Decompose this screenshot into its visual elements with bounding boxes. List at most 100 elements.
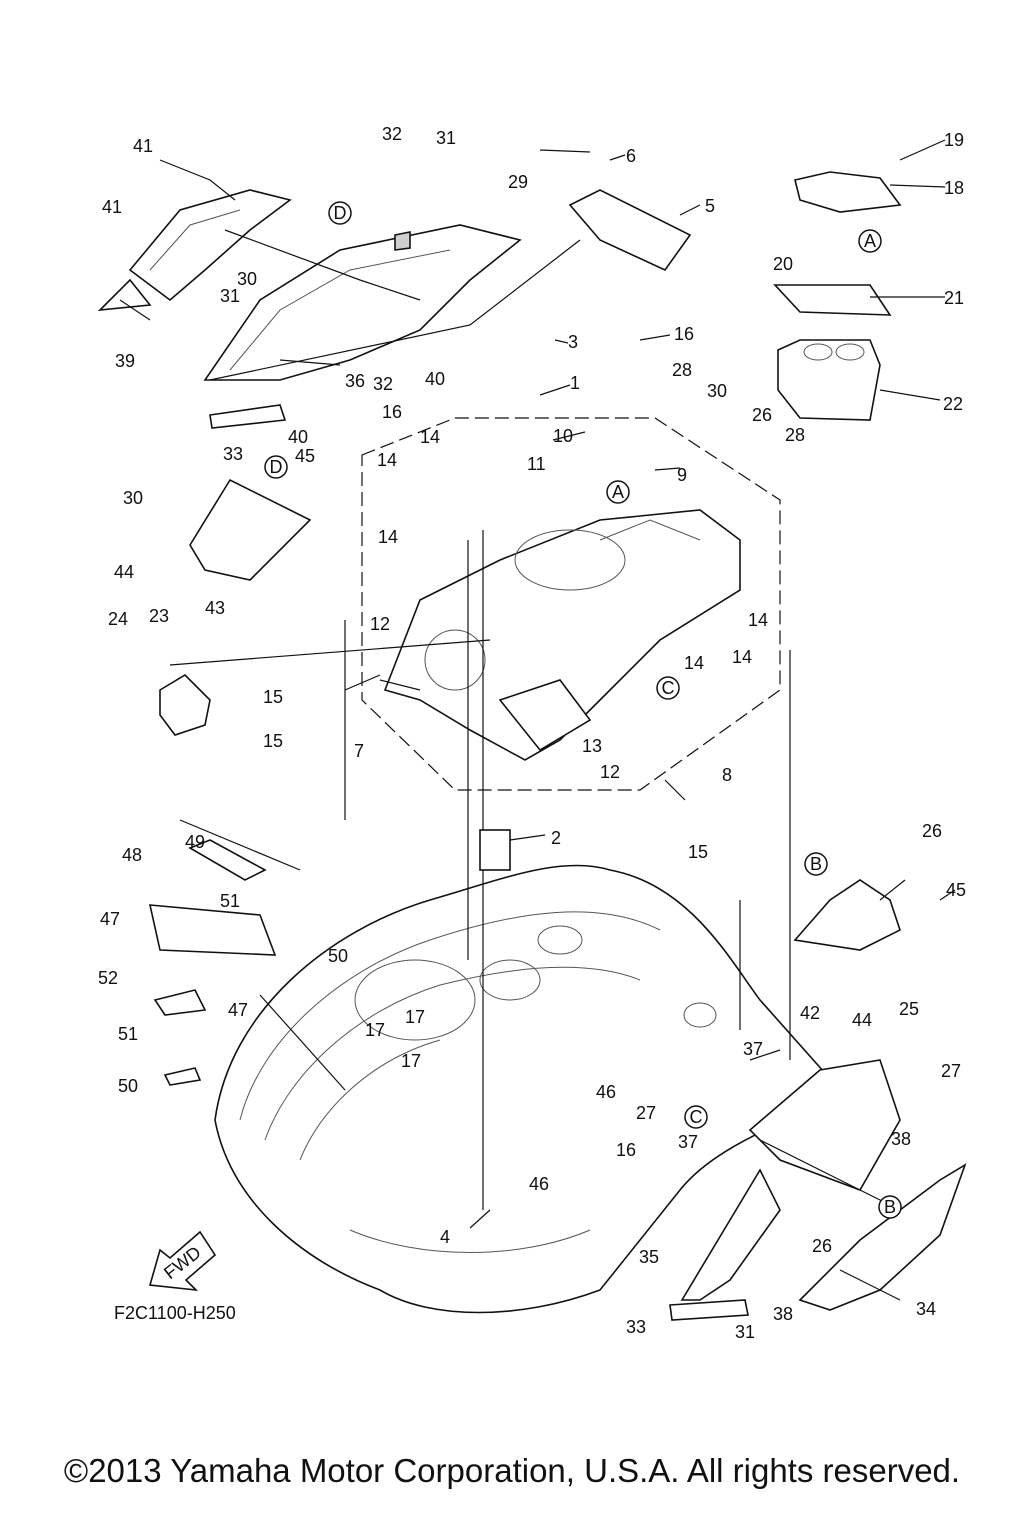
callout-18: 18 (944, 178, 964, 198)
svg-text:B: B (884, 1197, 896, 1217)
callout-16: 16 (382, 402, 402, 422)
callout-31: 31 (436, 128, 456, 148)
callout-14: 14 (684, 653, 704, 673)
callout-15: 15 (263, 731, 283, 751)
copyright-notice: ©2013 Yamaha Motor Corporation, U.S.A. A… (63, 1452, 961, 1489)
callout-9: 9 (677, 465, 687, 485)
callout-39: 39 (115, 351, 135, 371)
leader-lines (119, 139, 956, 1301)
svg-text:B: B (810, 854, 822, 874)
callout-35: 35 (639, 1247, 659, 1267)
lid-5 (568, 189, 692, 272)
callout-2: 2 (551, 828, 561, 848)
callout-5: 5 (705, 196, 715, 216)
tool-kit-group (148, 839, 277, 1086)
strip-33-upper (209, 404, 287, 429)
callout-29: 29 (508, 172, 528, 192)
callout-42: 42 (800, 1003, 820, 1023)
callout-7: 7 (354, 741, 364, 761)
callout-38: 38 (891, 1129, 911, 1149)
callout-33: 33 (626, 1317, 646, 1337)
callout-16: 16 (616, 1140, 636, 1160)
callout-32: 32 (373, 374, 393, 394)
callout-41: 41 (102, 197, 122, 217)
callout-21: 21 (944, 288, 964, 308)
callout-14: 14 (378, 527, 398, 547)
callout-14: 14 (748, 610, 768, 630)
callout-33: 33 (223, 444, 243, 464)
reference-mark-B: B (878, 1195, 902, 1219)
callout-51: 51 (118, 1024, 138, 1044)
callout-17: 17 (401, 1051, 421, 1071)
callout-27: 27 (941, 1061, 961, 1081)
callout-15: 15 (263, 687, 283, 707)
callout-20: 20 (773, 254, 793, 274)
callout-46: 46 (529, 1174, 549, 1194)
svg-text:D: D (334, 203, 347, 223)
reference-mark-A: A (606, 480, 630, 504)
callout-14: 14 (420, 427, 440, 447)
callout-30: 30 (707, 381, 727, 401)
callout-1: 1 (570, 373, 580, 393)
callout-49: 49 (185, 832, 205, 852)
callout-14: 14 (732, 647, 752, 667)
callout-26: 26 (752, 405, 772, 425)
callout-45: 45 (946, 880, 966, 900)
callout-47: 47 (228, 1000, 248, 1020)
fwd-arrow: FWD (148, 1230, 217, 1292)
callout-51: 51 (220, 891, 240, 911)
callout-24: 24 (108, 609, 128, 629)
front-cover-29 (203, 224, 522, 381)
callout-40: 40 (425, 369, 445, 389)
callout-26: 26 (922, 821, 942, 841)
callout-46: 46 (596, 1082, 616, 1102)
callout-37: 37 (678, 1132, 698, 1152)
reference-mark-C: C (684, 1105, 708, 1129)
reference-mark-D: D (264, 455, 288, 479)
callout-14: 14 (377, 450, 397, 470)
callout-17: 17 (365, 1020, 385, 1040)
callout-30: 30 (123, 488, 143, 508)
strip-33-lower (669, 1299, 749, 1321)
callout-36: 36 (345, 371, 365, 391)
callout-41: 41 (133, 136, 153, 156)
callout-28: 28 (672, 360, 692, 380)
callout-40: 40 (288, 427, 308, 447)
callout-25: 25 (899, 999, 919, 1019)
callout-13: 13 (582, 736, 602, 756)
side-panel-34 (798, 1163, 967, 1311)
callout-34: 34 (916, 1299, 936, 1319)
callout-31: 31 (735, 1322, 755, 1342)
callout-31: 31 (220, 286, 240, 306)
callout-50: 50 (118, 1076, 138, 1096)
callout-52: 52 (98, 968, 118, 988)
callout-32: 32 (382, 124, 402, 144)
callout-45: 45 (295, 446, 315, 466)
callout-43: 43 (205, 598, 225, 618)
svg-text:C: C (690, 1107, 703, 1127)
callout-44: 44 (852, 1010, 872, 1030)
cup-holder-group (773, 171, 902, 421)
reference-mark-D: D (328, 201, 352, 225)
callout-22: 22 (943, 394, 963, 414)
callout-28: 28 (785, 425, 805, 445)
svg-text:D: D (270, 457, 283, 477)
side-panel-25 (748, 1059, 901, 1191)
assembly-boundary-8 (361, 417, 781, 791)
callout-48: 48 (122, 845, 142, 865)
bracket-2 (479, 829, 511, 871)
callout-6: 6 (626, 146, 636, 166)
callout-16: 16 (674, 324, 694, 344)
callout-37: 37 (743, 1039, 763, 1059)
callout-47: 47 (100, 909, 120, 929)
svg-text:A: A (612, 482, 624, 502)
callout-10: 10 (553, 426, 573, 446)
bracket-23 (159, 673, 211, 736)
svg-text:C: C (662, 678, 675, 698)
reference-mark-C: C (656, 676, 680, 700)
callout-3: 3 (568, 332, 578, 352)
side-panel-35 (680, 1168, 781, 1301)
